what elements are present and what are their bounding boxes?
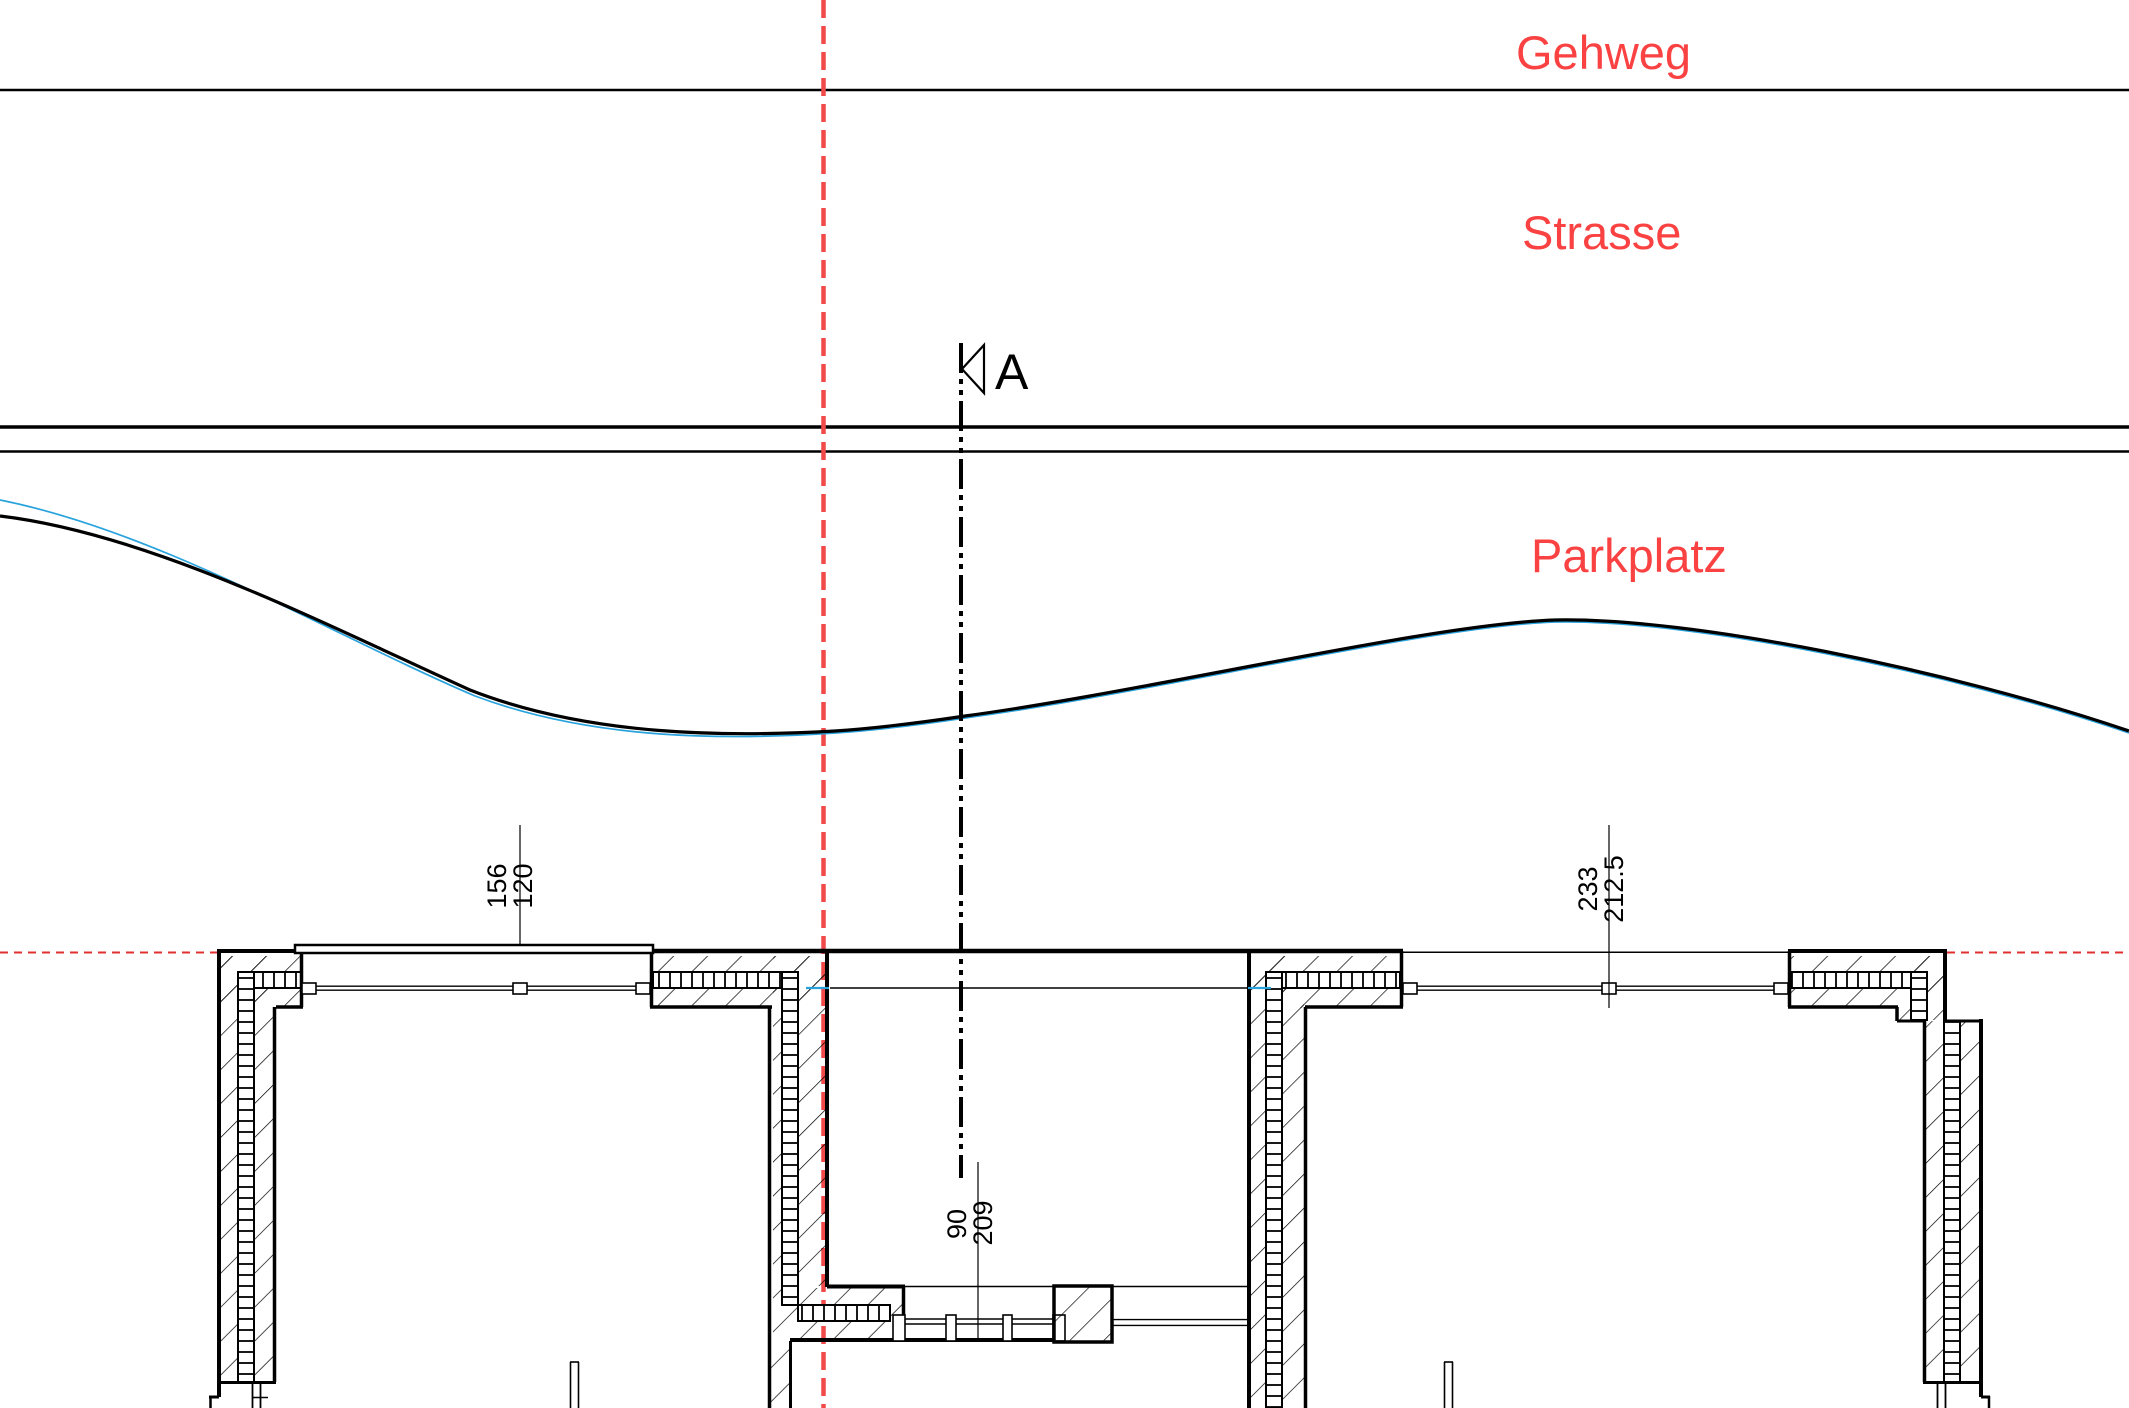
window-frame	[1402, 982, 1418, 995]
building-insulation	[237, 971, 1961, 1408]
window-left	[293, 943, 655, 995]
building-wall-lines	[209, 945, 1991, 1408]
insulation-strip	[253, 971, 1912, 1322]
window-frame	[892, 1314, 906, 1342]
section-line-a: A	[959, 342, 1029, 1178]
terrain-curve-design	[0, 499, 2129, 738]
zone-labels: Gehweg Strasse Parkplatz	[1516, 26, 1727, 582]
dimension-text: 233	[1573, 866, 1603, 911]
dimension-text: 212.5	[1599, 855, 1629, 923]
insulation-strip	[237, 971, 1961, 1408]
zone-label-strasse: Strasse	[1522, 206, 1681, 259]
window-right	[1402, 982, 1789, 995]
zone-label-parkplatz: Parkplatz	[1531, 529, 1727, 582]
zone-boundaries	[0, 88, 2129, 453]
dimension-center-door: 90 209	[942, 1162, 998, 1342]
dimension-text: 209	[968, 1200, 998, 1245]
window-mullion	[1002, 1314, 1013, 1342]
dimension-left-window: 156 120	[482, 825, 538, 945]
window-frame	[635, 982, 651, 995]
recess-door-window	[892, 1284, 1247, 1344]
wall-hatch	[770, 1341, 790, 1408]
section-arrow-icon	[960, 342, 986, 396]
bottom-partitions	[569, 1361, 1454, 1408]
dimension-text: 120	[508, 863, 538, 908]
window-frame	[1773, 982, 1789, 995]
dimension-text: 156	[482, 863, 512, 908]
recess-pier	[1052, 1284, 1114, 1344]
dimension-right-window: 233 212.5	[1573, 825, 1629, 1008]
zone-label-gehweg: Gehweg	[1516, 26, 1691, 79]
window-mullion	[512, 982, 528, 995]
terrain-curve-existing	[0, 514, 2129, 736]
terrain	[0, 499, 2129, 738]
section-label: A	[995, 344, 1029, 400]
window-sill-slab	[293, 943, 655, 955]
window-mullion	[945, 1314, 957, 1342]
window-frame	[301, 982, 317, 995]
dimension-text: 90	[942, 1209, 972, 1239]
